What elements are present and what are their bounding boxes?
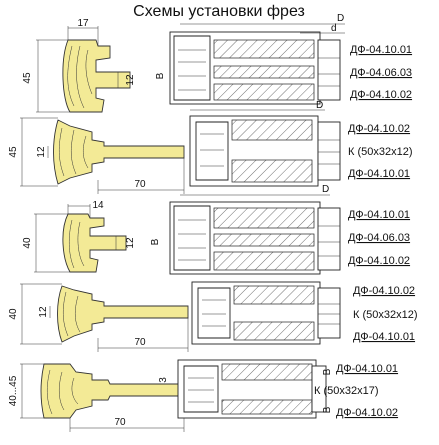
dim-D-1: D xyxy=(337,13,344,24)
cutter-label-3c: ДФ-04.10.02 xyxy=(348,255,410,267)
dim-bottom-4: 70 xyxy=(134,337,146,348)
cutter-label-3a: ДФ-04.10.01 xyxy=(348,209,410,221)
dim-slot-2: 12 xyxy=(36,146,47,158)
cutter-label-5c: ДФ-04.10.02 xyxy=(336,407,398,419)
cutter-assembly-2 xyxy=(189,115,341,187)
cutter-assembly-1 xyxy=(169,31,341,105)
workpiece-profile-4 xyxy=(57,285,189,343)
cutter-label-4c: ДФ-04.10.01 xyxy=(353,331,415,343)
dim-top-1: 17 xyxy=(77,18,89,29)
dim-D-3: D xyxy=(322,184,329,195)
dim-bottom-5: 70 xyxy=(114,417,126,428)
dim-side-1: 45 xyxy=(22,72,33,84)
scheme-1: 17 45 12 D d B ДФ-04.10.01 ДФ-04.06.03 Д… xyxy=(22,13,412,113)
dim-b-3: B xyxy=(150,238,161,245)
cutter-label-3b: ДФ-04.06.03 xyxy=(348,232,410,244)
cutter-label-1c: ДФ-04.10.02 xyxy=(350,89,412,101)
scheme-2: 45 12 70 D ДФ-04.10.02 К (50х32х12) ДФ-0… xyxy=(8,100,413,194)
dim-D-2: D xyxy=(316,100,323,111)
cutter-label-2c: ДФ-04.10.01 xyxy=(348,168,410,180)
dim-side-5: 40...45 xyxy=(8,375,19,406)
cutter-label-1b: ДФ-04.06.03 xyxy=(350,67,412,79)
dim-slot-1: 12 xyxy=(125,74,136,86)
dim-d-1: d xyxy=(331,23,337,34)
cutter-label-4a: ДФ-04.10.02 xyxy=(353,285,415,297)
dim-b-5b: B xyxy=(322,406,333,413)
cutter-assembly-5 xyxy=(177,359,327,419)
cutter-label-5b: К (50х32х17) xyxy=(314,385,379,397)
cutter-label-2a: ДФ-04.10.02 xyxy=(348,123,410,135)
scheme-5: 40...45 3 70 B B ДФ-04.10.01 К (50х32х17… xyxy=(8,359,398,432)
cutter-assembly-3 xyxy=(169,201,341,275)
dim-top-3: 14 xyxy=(92,200,104,211)
cutter-label-5a: ДФ-04.10.01 xyxy=(336,363,398,375)
cutter-assembly-4 xyxy=(191,281,341,345)
dim-small-5: 3 xyxy=(158,377,169,383)
workpiece-profile-1 xyxy=(62,39,131,113)
cutter-label-4b: К (50х32х12) xyxy=(353,309,418,321)
diagram-title: Схемы установки фрез xyxy=(133,3,305,20)
scheme-4: 40 12 70 ДФ-04.10.02 К (50х32х12) ДФ-04.… xyxy=(8,281,418,352)
workpiece-profile-2 xyxy=(53,119,185,185)
cutter-label-1a: ДФ-04.10.01 xyxy=(350,44,412,56)
dim-side-2: 45 xyxy=(8,146,19,158)
dim-side-3: 40 xyxy=(22,237,33,249)
dim-slot-3: 12 xyxy=(125,237,136,249)
dim-bottom-2: 70 xyxy=(134,179,146,190)
workpiece-profile-3 xyxy=(62,213,127,273)
scheme-3: 14 40 12 D B ДФ-04.10.01 ДФ-04.06.03 ДФ-… xyxy=(22,184,410,275)
dim-slot-4: 12 xyxy=(38,306,49,318)
dim-b-5a: B xyxy=(322,368,333,375)
dim-b-1: B xyxy=(155,72,166,79)
dim-side-4: 40 xyxy=(8,308,19,320)
workpiece-profile-5 xyxy=(40,363,185,419)
cutter-label-2b: К (50х32х12) xyxy=(348,146,413,158)
